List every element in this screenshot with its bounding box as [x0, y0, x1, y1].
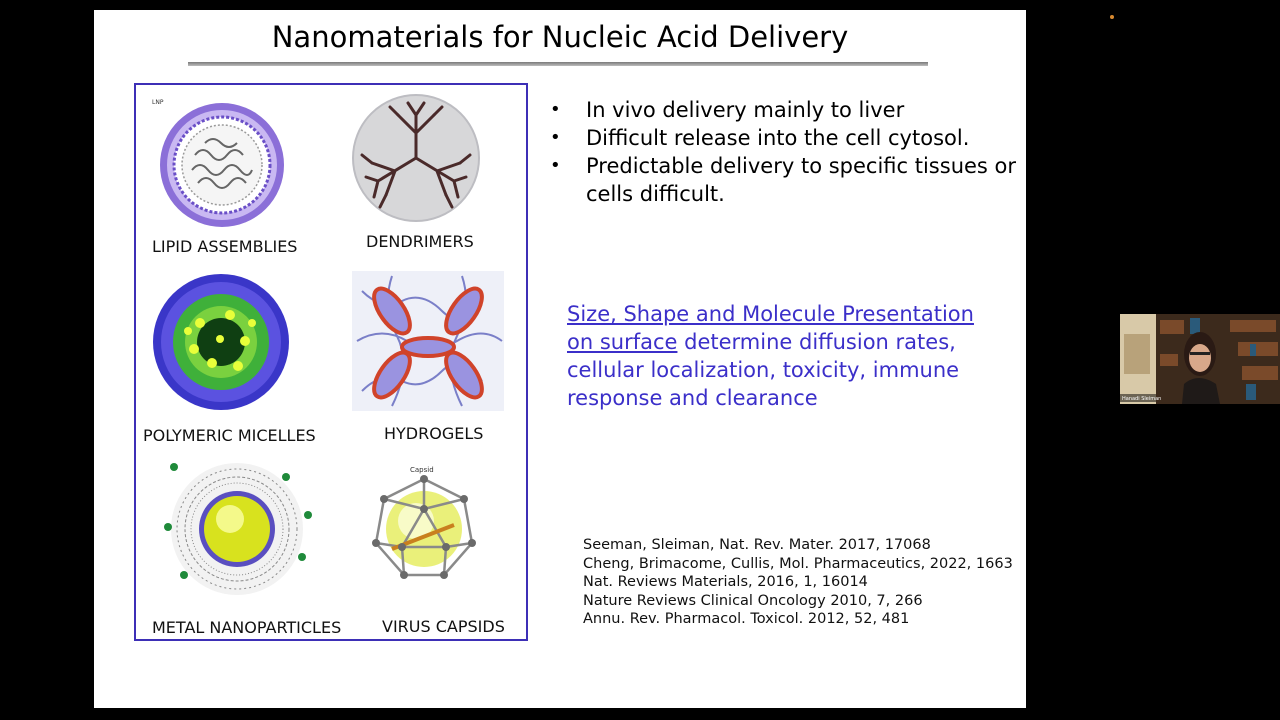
virus-capsids-label: VIRUS CAPSIDS — [382, 617, 505, 636]
bullet-text: Predictable delivery to specific tissues… — [586, 154, 1017, 206]
slide-title: Nanomaterials for Nucleic Acid Delivery — [271, 20, 849, 54]
virus-capsid-image: Capsid — [364, 463, 484, 587]
title-underline — [188, 62, 928, 66]
lipid-nanoparticle-icon: LNP — [150, 95, 298, 233]
presentation-slide: Nanomaterials for Nucleic Acid Delivery … — [94, 10, 1026, 708]
dendrimer-image — [350, 93, 482, 223]
hydrogel-icon — [352, 271, 504, 411]
dendrimer-icon — [352, 94, 480, 222]
reference-item: Annu. Rev. Pharmacol. Toxicol. 2012, 52,… — [583, 611, 910, 628]
micelle-icon — [150, 271, 292, 413]
polymeric-micelles-label: POLYMERIC MICELLES — [143, 426, 316, 445]
metal-nanoparticle-icon — [162, 457, 312, 607]
bullet-dot: • — [550, 99, 561, 120]
participant-name: Hanadi Sleiman — [1122, 396, 1161, 402]
nanomaterials-panel: LNP LIPID ASSEMBLIES — [134, 83, 528, 641]
capsid-tag: Capsid — [410, 466, 434, 474]
hydrogels-label: HYDROGELS — [384, 424, 484, 443]
bullet-list: • In vivo delivery mainly to liver • Dif… — [550, 96, 1020, 208]
references: Seeman, Sleiman, Nat. Rev. Mater. 2017, … — [583, 536, 1013, 629]
bullet-text: Difficult release into the cell cytosol. — [586, 126, 970, 150]
participant-video-tile[interactable]: Hanadi Sleiman — [1120, 314, 1280, 404]
metal-nanoparticles-label: METAL NANOPARTICLES — [152, 618, 342, 637]
metal-nanoparticle-image — [162, 457, 312, 607]
key-point-underlined: Size, Shape and Molecule Presentation on… — [567, 302, 974, 354]
lnp-tag: LNP — [152, 99, 164, 106]
bullet-item: • Difficult release into the cell cytoso… — [550, 124, 1020, 152]
bullet-text: In vivo delivery mainly to liver — [586, 98, 905, 122]
reference-item: Cheng, Brimacome, Cullis, Mol. Pharmaceu… — [583, 555, 1013, 572]
key-point-text: Size, Shape and Molecule Presentation on… — [567, 300, 987, 412]
reference-item: Nature Reviews Clinical Oncology 2010, 7… — [583, 592, 923, 609]
bullet-dot: • — [550, 127, 561, 148]
polymeric-micelle-image — [150, 271, 292, 413]
reference-item: Seeman, Sleiman, Nat. Rev. Mater. 2017, … — [583, 537, 931, 553]
dendrimers-label: DENDRIMERS — [366, 232, 474, 251]
bullet-item: • Predictable delivery to specific tissu… — [550, 152, 1020, 208]
lipid-assembly-image: LNP — [150, 95, 298, 233]
hydrogel-image — [352, 271, 504, 411]
virus-capsid-icon: Capsid — [364, 463, 484, 587]
lipid-assemblies-label: LIPID ASSEMBLIES — [152, 237, 298, 256]
bullet-item: • In vivo delivery mainly to liver — [550, 96, 1020, 124]
webcam-feed: Hanadi Sleiman — [1120, 314, 1280, 404]
recording-indicator — [1110, 15, 1114, 19]
reference-item: Nat. Reviews Materials, 2016, 1, 16014 — [583, 574, 868, 591]
key-point-rest: determine diffusion rates, cellular loca… — [567, 330, 960, 410]
bullet-dot: • — [550, 155, 561, 176]
